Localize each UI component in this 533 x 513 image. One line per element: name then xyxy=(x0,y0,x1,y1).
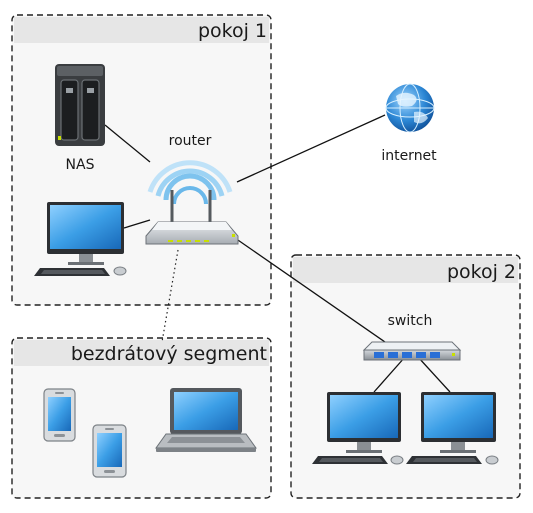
laptop-icon[interactable] xyxy=(155,388,257,452)
router-label: router xyxy=(169,133,212,149)
desktop-computer-icon[interactable] xyxy=(34,202,127,276)
nas-label: NAS xyxy=(66,157,95,173)
link-router-internet xyxy=(236,114,386,183)
router-icon[interactable] xyxy=(145,160,239,245)
desktop-computer-icon[interactable] xyxy=(406,392,499,465)
link-router-switch xyxy=(234,237,386,343)
phone-icon[interactable] xyxy=(43,388,76,442)
zone-room1-title: pokoj 1 xyxy=(198,20,267,42)
link-switch-pc1 xyxy=(373,356,406,393)
internet-label: internet xyxy=(381,148,437,164)
zone-wireless: bezdrátový segment xyxy=(11,337,272,499)
link-pc-router xyxy=(123,219,151,229)
switch-icon[interactable] xyxy=(362,341,462,361)
nas-icon[interactable] xyxy=(55,64,105,146)
phone-icon[interactable] xyxy=(92,424,127,478)
globe-icon[interactable] xyxy=(385,83,435,133)
link-nas-router xyxy=(104,124,151,163)
zone-room2-title: pokoj 2 xyxy=(447,261,516,283)
desktop-computer-icon[interactable] xyxy=(312,392,404,465)
link-switch-pc2 xyxy=(417,356,451,393)
zone-room1: pokoj 1 xyxy=(11,14,272,306)
switch-label: switch xyxy=(388,313,433,329)
zone-wireless-title: bezdrátový segment xyxy=(71,343,267,365)
link-wireless xyxy=(161,249,179,343)
